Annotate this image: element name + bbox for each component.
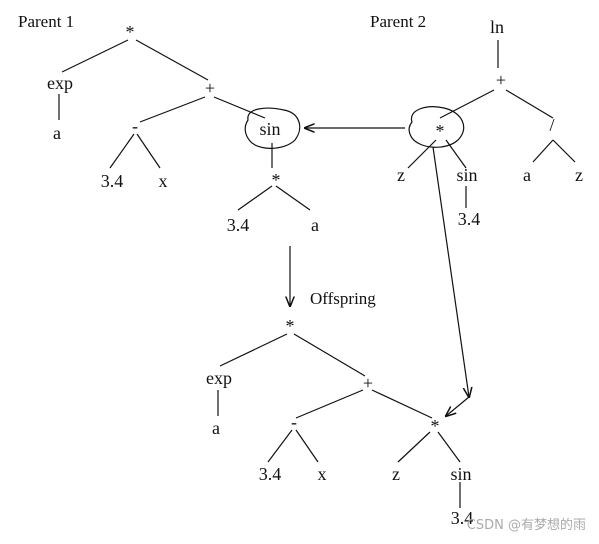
parent2-div-node: / [549, 115, 554, 135]
offspring-tree: * exp a + - 3.4 x * z sin 3.4 [206, 316, 473, 528]
parent1-minus-node: - [132, 116, 138, 136]
parent1-sin-mul-node: * [272, 170, 281, 190]
offspring-exp-node: exp [206, 368, 232, 388]
parent1-exp-arg-node: a [53, 123, 61, 143]
parent2-mul-selection-circle [408, 106, 465, 148]
parent1-plus-node: + [205, 78, 215, 98]
subtree-transfer-arrow [432, 146, 469, 397]
parent2-label: Parent 2 [370, 12, 426, 31]
offspring-label: Offspring [310, 289, 376, 308]
offspring-mul-sin-node: sin [450, 464, 471, 484]
parent1-root-node: * [126, 22, 135, 42]
parent1-tree: * exp a + - 3.4 x sin * 3.4 a [47, 22, 319, 235]
offspring-exp-arg-node: a [212, 418, 220, 438]
parent1-sin-node: sin [259, 119, 280, 139]
parent2-div-right-node: z [575, 165, 583, 185]
parent2-mul-sin-node: sin [456, 165, 477, 185]
offspring-mul-node: * [431, 416, 440, 436]
offspring-minus-node: - [291, 412, 297, 432]
parent1-label: Parent 1 [18, 12, 74, 31]
offspring-mul-sin-child-node: 3.4 [451, 508, 474, 528]
parent1-sin-selection-circle [244, 107, 301, 149]
parent2-plus-node: + [496, 70, 506, 90]
watermark-text: CSDN @有梦想的雨 [467, 517, 586, 533]
parent2-mul-left-node: z [397, 165, 405, 185]
parent2-mul-sin-child-node: 3.4 [458, 209, 481, 229]
parent1-edges [58, 39, 311, 211]
parent1-minus-left-node: 3.4 [101, 171, 124, 191]
offspring-root-node: * [286, 316, 295, 336]
offspring-mul-left-node: z [392, 464, 400, 484]
offspring-plus-node: + [363, 373, 373, 393]
parent2-edges [407, 40, 576, 208]
parent1-exp-node: exp [47, 73, 73, 93]
parent2-tree: ln + * z sin 3.4 / a z [397, 17, 583, 229]
subtree-insert-arrow [446, 396, 470, 416]
parent2-root-node: ln [490, 17, 504, 37]
offspring-minus-right-node: x [318, 464, 327, 484]
parent2-div-left-node: a [523, 165, 531, 185]
parent2-mul-node: * [436, 121, 445, 141]
offspring-edges [217, 333, 461, 508]
parent1-minus-right-node: x [159, 171, 168, 191]
parent1-sin-mul-left-node: 3.4 [227, 215, 250, 235]
offspring-minus-left-node: 3.4 [259, 464, 282, 484]
parent1-sin-mul-right-node: a [311, 215, 319, 235]
